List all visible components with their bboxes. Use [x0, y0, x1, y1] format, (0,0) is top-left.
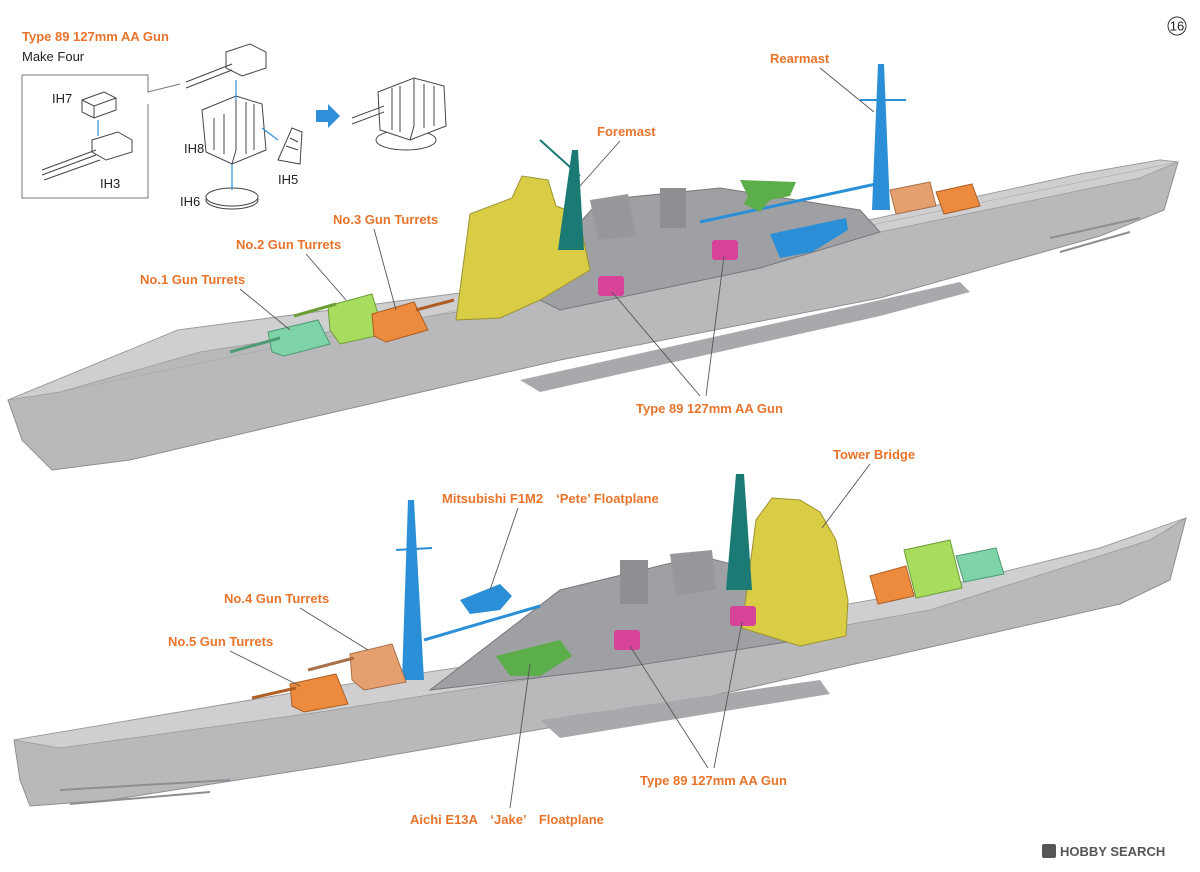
floatplane-jake	[496, 640, 572, 676]
watermark-logo-icon	[1042, 844, 1056, 858]
label-tower-bridge: Tower Bridge	[833, 447, 915, 462]
label-no5-turrets: No.5 Gun Turrets	[168, 634, 273, 649]
tower-bridge-2	[741, 497, 849, 647]
inset-title: Type 89 127mm AA Gun	[22, 29, 169, 44]
turret-5	[251, 673, 349, 713]
gun-subassembly-top	[185, 43, 267, 89]
assembly-arrow-icon	[316, 104, 340, 128]
floatplane-pete	[460, 584, 512, 614]
label-ih6: IH6	[180, 194, 200, 209]
aa-gun-1b	[712, 240, 738, 260]
aa-gun-1a	[598, 276, 624, 296]
page-number: 16	[1170, 19, 1184, 34]
floatplane-blue-1	[770, 218, 848, 258]
label-ih8: IH8	[184, 141, 204, 156]
tower-bridge-1	[455, 175, 591, 321]
catapult-boom-1	[699, 182, 877, 224]
label-aa-gun-1: Type 89 127mm AA Gun	[636, 401, 783, 416]
funnel-1a	[660, 188, 686, 228]
label-no2-turrets: No.2 Gun Turrets	[236, 237, 341, 252]
part-ih6-base	[205, 187, 259, 210]
turret-1	[229, 319, 331, 357]
label-foremast: Foremast	[597, 124, 656, 139]
hull-bulge-2	[540, 680, 830, 738]
label-pete-floatplane: Mitsubishi F1M2 ‘Pete’ Floatplane	[442, 491, 659, 506]
label-ih5: IH5	[278, 172, 298, 187]
ship1-labels: Rearmast Foremast No.3 Gun Turrets No.2 …	[140, 51, 875, 416]
ship2-labels: Tower Bridge Mitsubishi F1M2 ‘Pete’ Floa…	[168, 447, 915, 827]
label-ih3: IH3	[100, 176, 120, 191]
rear-turrets-1	[889, 181, 981, 215]
foremast-1	[558, 150, 584, 250]
watermark-text: HOBBY SEARCH	[1060, 844, 1165, 859]
turret-3	[371, 298, 455, 343]
page-number-badge: 16	[1167, 16, 1187, 36]
turret-4	[307, 643, 407, 691]
rearmast-1	[872, 64, 890, 210]
cruiser-starboard-view	[13, 474, 1187, 807]
label-aa-gun-2: Type 89 127mm AA Gun	[640, 773, 787, 788]
turret-2	[293, 293, 385, 345]
floatplane-green-1	[740, 180, 796, 212]
label-no4-turrets: No.4 Gun Turrets	[224, 591, 329, 606]
part-ih5-panel	[277, 127, 303, 165]
rearmast-2	[402, 500, 424, 680]
aa-gun-2a	[614, 630, 640, 650]
foremast-2	[726, 474, 752, 590]
fore-turrets-2	[869, 539, 1005, 605]
hull-bulge-1	[520, 282, 970, 392]
label-no1-turrets: No.1 Gun Turrets	[140, 272, 245, 287]
cruiser-port-view	[7, 64, 1180, 471]
funnel-2a	[620, 560, 648, 604]
label-ih7: IH7	[52, 91, 72, 106]
label-rearmast: Rearmast	[770, 51, 830, 66]
callout-box	[21, 75, 149, 199]
funnel-1b	[590, 194, 636, 240]
watermark: HOBBY SEARCH	[1042, 844, 1165, 859]
catapult-boom-2	[423, 604, 541, 642]
label-no3-turrets: No.3 Gun Turrets	[333, 212, 438, 227]
funnel-2b	[670, 550, 716, 596]
callout-pointer	[22, 74, 181, 93]
assembly-inset: Type 89 127mm AA Gun Make Four IH7 IH3	[21, 29, 447, 210]
aa-gun-2b	[730, 606, 756, 626]
part-ih8-mount	[201, 95, 267, 165]
part-ih3-gun	[41, 131, 133, 181]
assembled-aa-gun	[351, 77, 447, 151]
part-ih7-shield	[81, 91, 117, 119]
label-jake-floatplane: Aichi E13A ‘Jake’ Floatplane	[410, 812, 604, 827]
inset-subtitle: Make Four	[22, 49, 85, 64]
